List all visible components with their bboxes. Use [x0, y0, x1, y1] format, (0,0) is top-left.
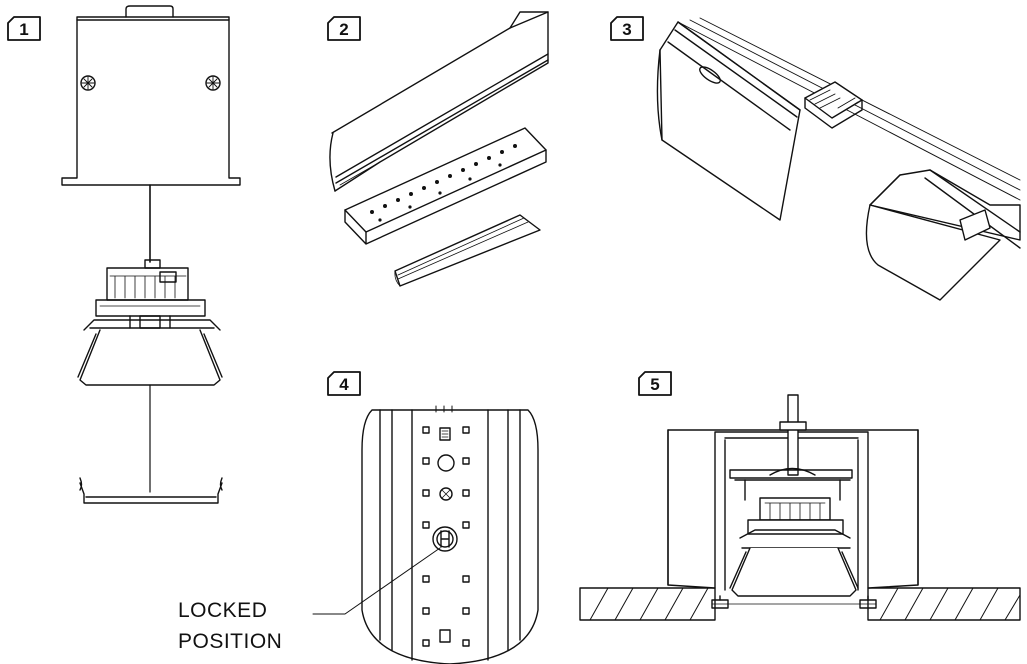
trim-flange: [711, 599, 877, 609]
step-badge-4: 4: [327, 371, 361, 396]
callout-leader: [312, 547, 441, 615]
diffuser-lens: [731, 547, 857, 597]
panel-1-suspension-assembly: [61, 5, 241, 504]
panel-3-connector-join: [656, 17, 1021, 301]
threaded-rod: [787, 394, 799, 476]
callout-line-1: LOCKED: [178, 599, 267, 622]
screw-icon: [439, 487, 453, 501]
step-badge-3: 3: [610, 16, 644, 41]
step-number-3: 3: [622, 20, 631, 39]
step-badge-5: 5: [638, 371, 672, 396]
profile-section-left: [659, 21, 801, 221]
cover-right: [865, 204, 1001, 301]
diffuser-lens: [79, 329, 221, 386]
panel-4-lock-detail: [312, 405, 539, 664]
step-badge-1: 1: [7, 16, 41, 41]
profile-face: [361, 409, 539, 664]
lens-strip: [394, 214, 541, 287]
driver-block: [759, 497, 831, 521]
step-number-4: 4: [339, 375, 349, 394]
connector-icon: [804, 81, 863, 129]
callout-locked-position: LOCKED POSITION: [178, 599, 282, 653]
mounting-hole: [437, 454, 455, 472]
screw-icon: [80, 75, 96, 91]
step-number-2: 2: [339, 20, 348, 39]
end-cap: [79, 482, 223, 504]
mounting-bracket: [61, 16, 241, 186]
panel-5-recessed-section: [579, 394, 1021, 621]
step-number-1: 1: [19, 20, 28, 39]
callout-line-2: POSITION: [178, 630, 282, 653]
lock-knob-icon: [432, 526, 458, 552]
screw-icon: [205, 75, 221, 91]
step-number-5: 5: [650, 375, 659, 394]
step-badge-2: 2: [327, 16, 361, 41]
housing-profile: [331, 11, 549, 192]
ceiling-slab: [579, 587, 1021, 621]
panel-2-exploded-profile: [329, 11, 549, 287]
